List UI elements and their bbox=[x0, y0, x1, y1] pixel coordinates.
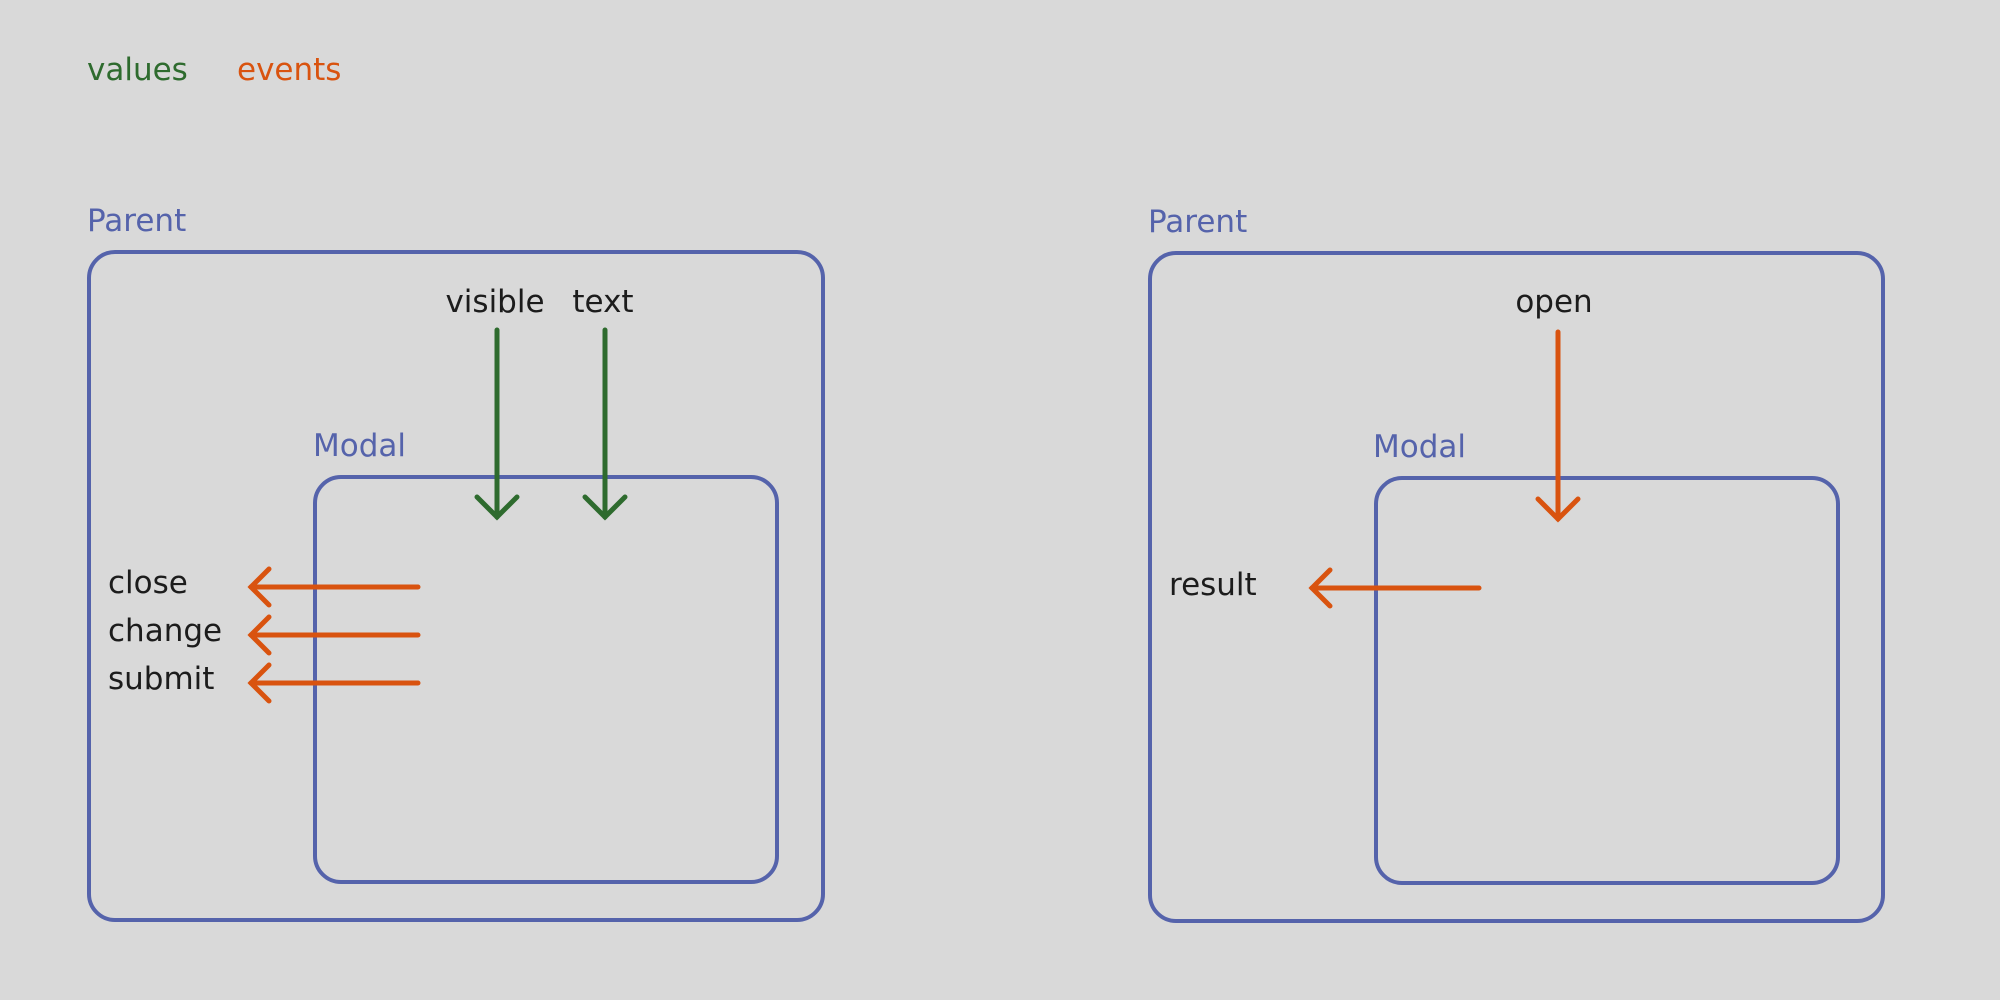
right-parent-box bbox=[1148, 251, 1885, 923]
event-arrow bbox=[247, 566, 421, 608]
legend-events-label: events bbox=[237, 52, 341, 88]
right-diagram: Parent Modal open result bbox=[1148, 204, 1885, 923]
left-parent-box bbox=[87, 250, 825, 922]
right-modal-label: Modal bbox=[1373, 429, 1466, 465]
right-modal-box bbox=[1374, 476, 1840, 885]
event-output-label: result bbox=[1169, 567, 1257, 603]
left-modal-label: Modal bbox=[313, 428, 406, 464]
value-prop-label: visible bbox=[445, 284, 544, 320]
event-arrow bbox=[247, 662, 421, 704]
left-parent-label: Parent bbox=[87, 203, 186, 239]
event-input-label: open bbox=[1515, 284, 1592, 320]
left-diagram: Parent Modal visible text close change s… bbox=[87, 203, 825, 922]
value-arrow bbox=[474, 327, 520, 521]
event-arrow bbox=[247, 614, 421, 656]
event-output-label: submit bbox=[108, 661, 214, 697]
event-arrow bbox=[1308, 567, 1482, 609]
legend-values-label: values bbox=[87, 52, 188, 88]
left-modal-box bbox=[313, 475, 779, 884]
event-output-label: close bbox=[108, 565, 188, 601]
value-arrow bbox=[582, 327, 628, 521]
event-arrow bbox=[1535, 329, 1581, 523]
event-output-label: change bbox=[108, 613, 222, 649]
right-parent-label: Parent bbox=[1148, 204, 1247, 240]
value-prop-label: text bbox=[572, 284, 633, 320]
